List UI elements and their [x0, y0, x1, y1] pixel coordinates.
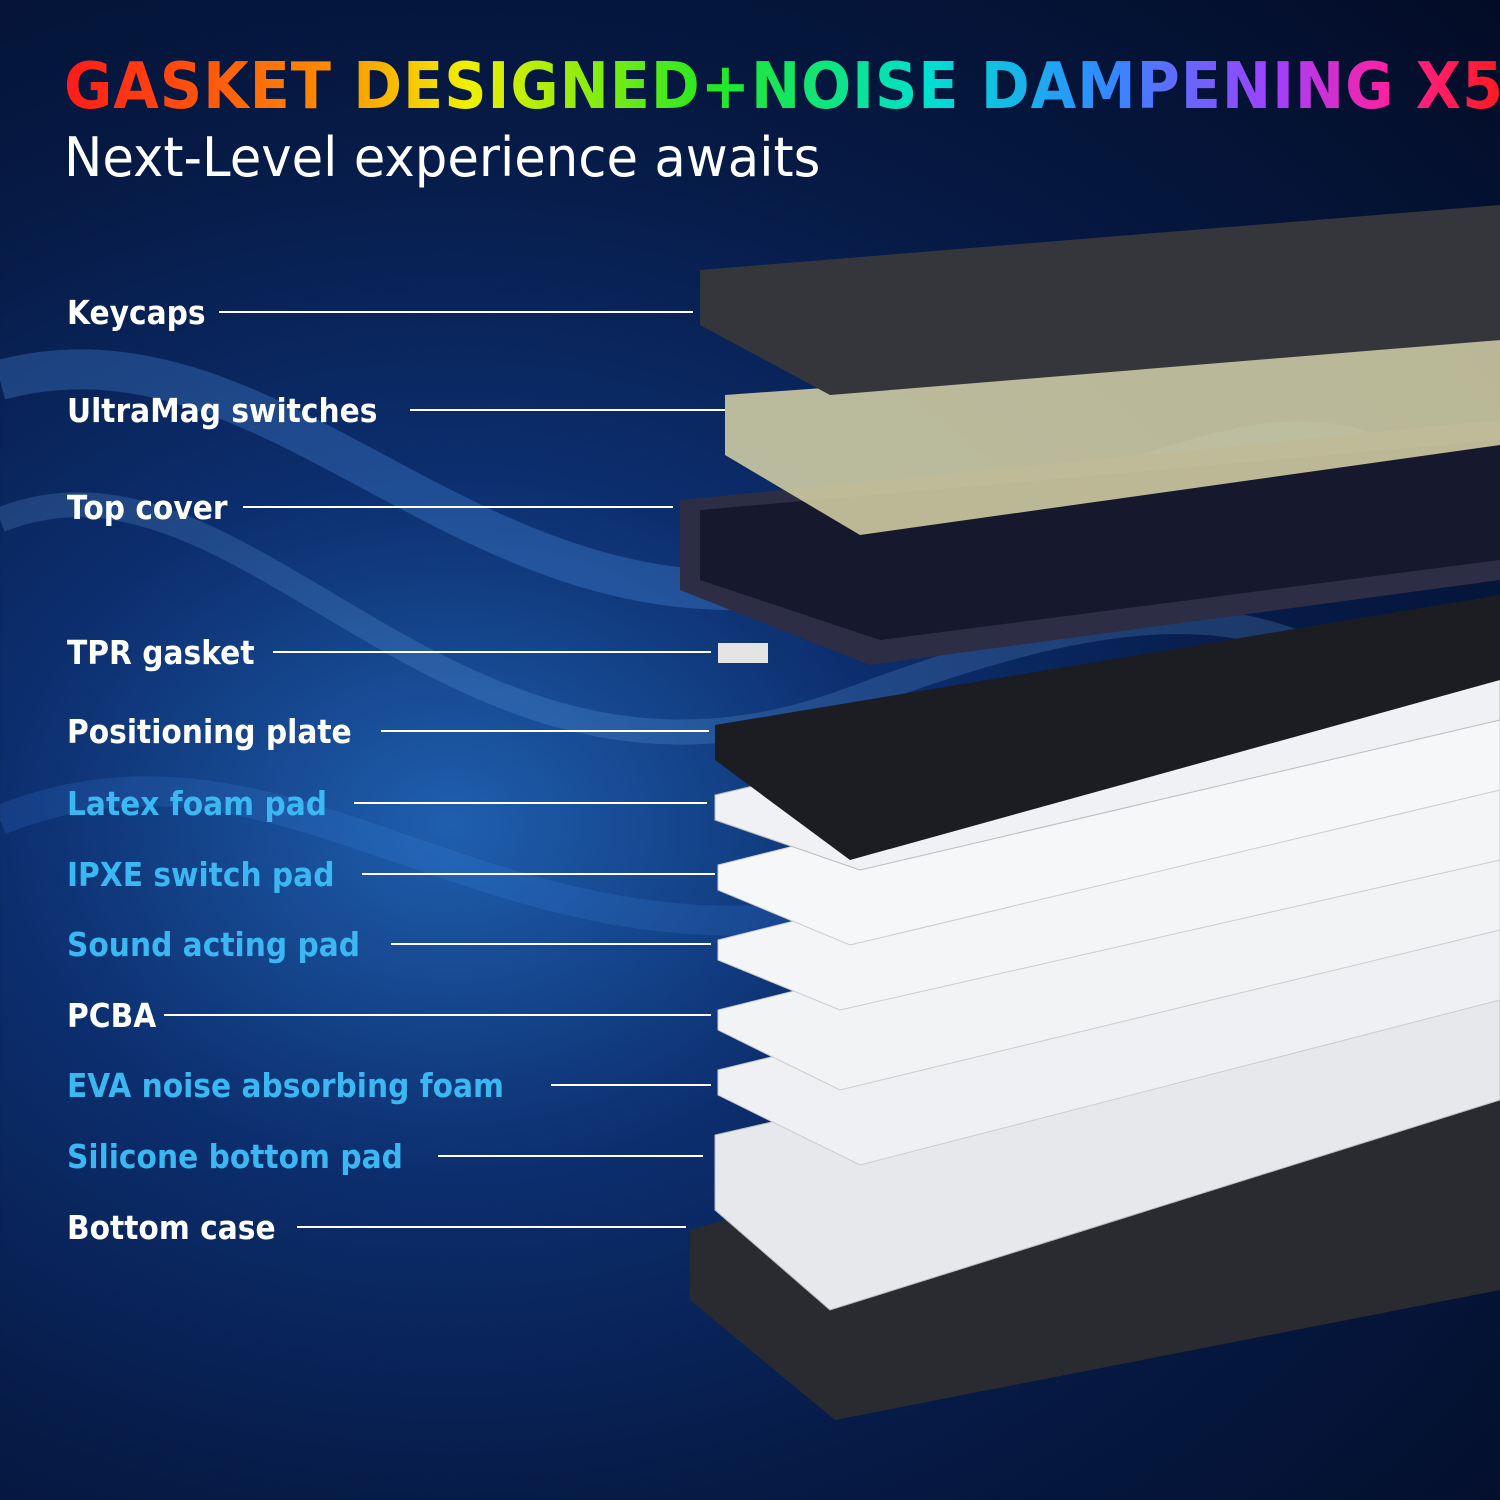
leader-line — [409, 409, 725, 411]
layer-label-sound-pad: Sound acting pad — [67, 924, 711, 964]
leader-line — [218, 311, 693, 313]
page-subtitle: Next-Level experience awaits — [64, 126, 821, 189]
label-text: Bottom case — [67, 1207, 276, 1247]
tpr-gasket — [718, 643, 768, 663]
switches — [725, 340, 1500, 535]
layer-label-pcba: PCBA — [67, 995, 711, 1035]
layer-label-eva-foam: EVA noise absorbing foam — [67, 1065, 711, 1105]
keycaps — [700, 205, 1500, 395]
leader-line — [243, 506, 673, 508]
layer-label-latex-foam: Latex foam pad — [67, 783, 707, 823]
leader-line — [381, 730, 709, 732]
layer-label-ipxe-pad: IPXE switch pad — [67, 854, 715, 894]
layer-label-tpr-gasket: TPR gasket — [67, 632, 711, 672]
label-text: PCBA — [67, 995, 157, 1035]
leader-line — [296, 1226, 686, 1228]
layer-label-silicone-pad: Silicone bottom pad — [67, 1136, 703, 1176]
label-text: Top cover — [67, 487, 228, 527]
leader-line — [164, 1014, 711, 1016]
label-text: Sound acting pad — [67, 924, 361, 964]
page-title: GASKET DESIGNED+NOISE DAMPENING X5 — [64, 50, 1500, 124]
label-text: Latex foam pad — [67, 783, 328, 823]
leader-line — [550, 1084, 711, 1086]
label-text: EVA noise absorbing foam — [67, 1065, 505, 1105]
leader-line — [438, 1155, 703, 1157]
label-text: Silicone bottom pad — [67, 1136, 403, 1176]
layer-label-positioning-plate: Positioning plate — [67, 711, 709, 751]
layer-label-keycaps: Keycaps — [67, 292, 693, 332]
leader-line — [273, 651, 711, 653]
leader-line — [390, 943, 711, 945]
label-text: TPR gasket — [67, 632, 255, 672]
layer-label-switches: UltraMag switches — [67, 390, 725, 430]
label-text: IPXE switch pad — [67, 854, 335, 894]
label-text: Keycaps — [67, 292, 206, 332]
layer-label-top-cover: Top cover — [67, 487, 673, 527]
leader-line — [362, 873, 715, 875]
leader-line — [353, 802, 707, 804]
label-text: Positioning plate — [67, 711, 352, 751]
layer-label-bottom-case: Bottom case — [67, 1207, 686, 1247]
positioning-plate — [715, 595, 1500, 860]
label-text: UltraMag switches — [67, 390, 378, 430]
